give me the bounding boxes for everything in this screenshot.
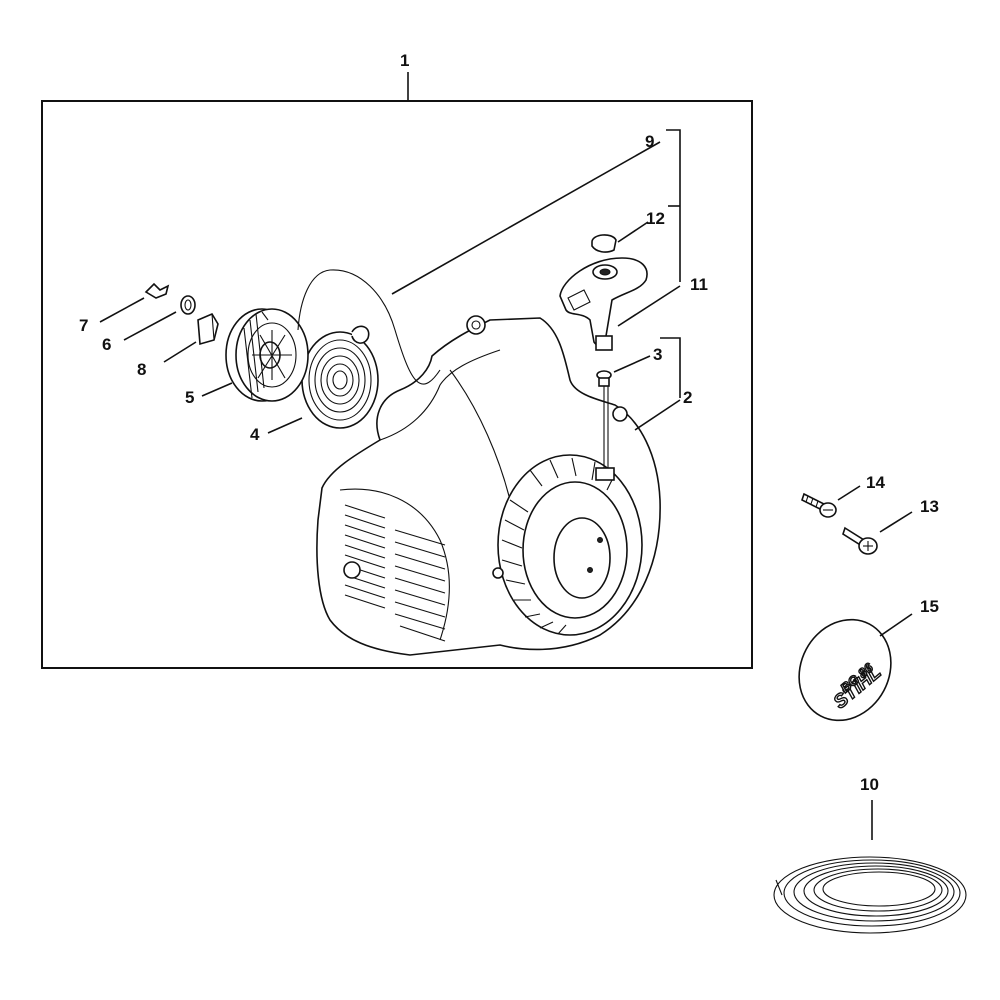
housing-louvers [344, 504, 446, 642]
rewind-spring [301, 325, 379, 429]
rope-coil [773, 856, 967, 934]
fan-housing [316, 315, 661, 656]
spring-clip [144, 282, 170, 299]
rope-guide [595, 370, 615, 481]
starter-rope [297, 269, 441, 385]
assembly-frame [41, 100, 753, 669]
bracket-2-3 [660, 337, 681, 398]
leader-14 [837, 485, 861, 501]
screw-13 [842, 526, 878, 555]
bracket-9-11-12 [666, 129, 681, 282]
part-number-15: 15 [920, 597, 939, 616]
part-number-10: 10 [860, 775, 879, 794]
leader-9 [391, 141, 661, 295]
fan-grille [497, 454, 643, 636]
leader-13 [879, 511, 913, 533]
part-number-9: 9 [645, 132, 654, 151]
leader-15 [879, 613, 913, 637]
starter-grip [559, 257, 648, 351]
rope-rotor [225, 308, 309, 402]
leader-3 [613, 355, 651, 373]
pawl [197, 312, 219, 346]
leader-5 [201, 382, 233, 397]
logo-plate: STIHL BG 86 [798, 618, 892, 722]
part-number-11: 11 [690, 275, 708, 294]
leader-6 [123, 311, 177, 341]
washer [180, 295, 196, 315]
leader-4 [267, 417, 303, 434]
part-number-12: 12 [646, 209, 665, 228]
part-number-3: 3 [653, 345, 662, 364]
part-number-2: 2 [683, 388, 692, 407]
part-number-7: 7 [79, 316, 88, 335]
part-number-6: 6 [102, 335, 111, 354]
leader-11 [617, 285, 681, 327]
part-number-13: 13 [920, 497, 939, 516]
part-number-4: 4 [250, 425, 260, 444]
leader-2 [634, 399, 681, 431]
part-number-14: 14 [866, 473, 885, 492]
part-number-5: 5 [185, 388, 194, 407]
leader-7 [99, 297, 145, 323]
screw-14 [801, 492, 837, 518]
leader-12 [617, 221, 649, 243]
leader-8 [163, 341, 197, 363]
part-number-1: 1 [400, 51, 409, 70]
grip-cap [591, 234, 617, 253]
part-number-8: 8 [137, 360, 146, 379]
